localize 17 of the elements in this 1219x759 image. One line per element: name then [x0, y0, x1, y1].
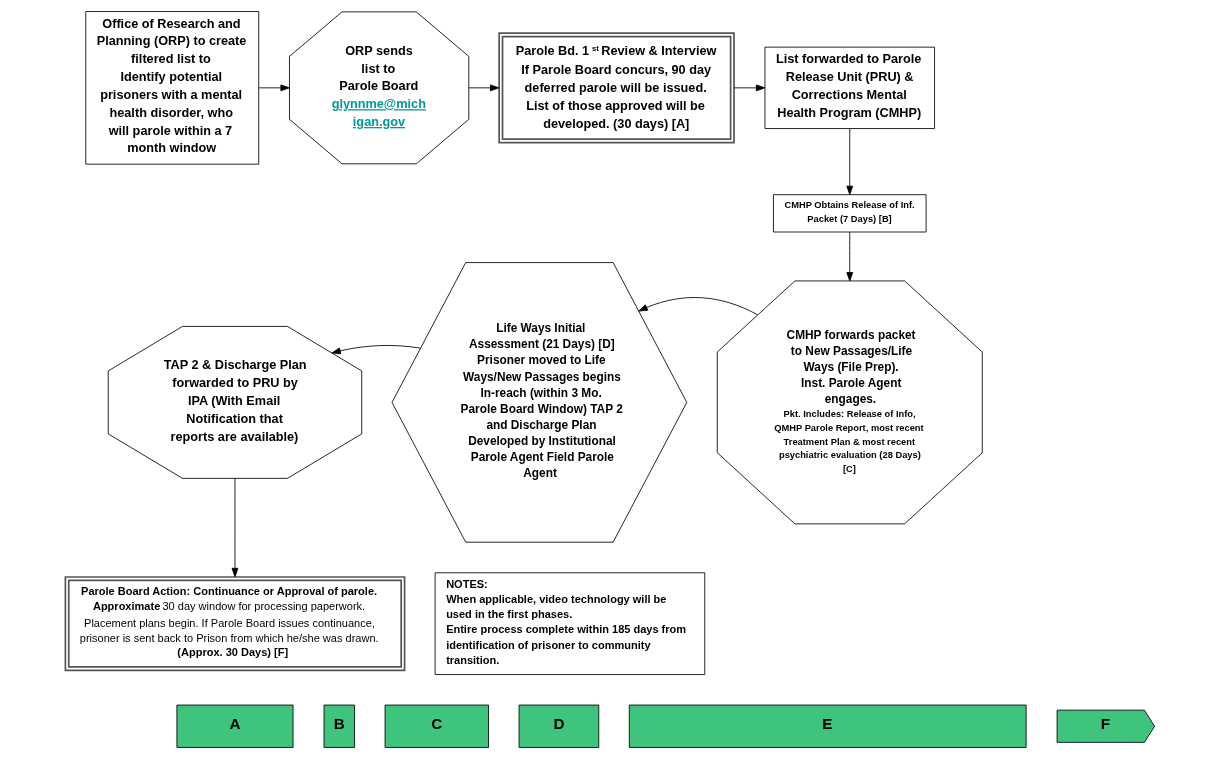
node-box: E	[628, 704, 1027, 748]
node-box: B	[323, 704, 355, 748]
node-box: NOTES: When applicable, video technology will be used in the first phases. Entire process complete within 185 days from identification of prisoner to community transition.	[434, 572, 705, 675]
arrow	[733, 84, 765, 92]
arrow	[845, 128, 853, 196]
node-box: A	[175, 704, 293, 748]
arrow	[231, 478, 238, 578]
node-box: D	[518, 704, 599, 748]
arrow	[637, 297, 758, 316]
arrow	[467, 84, 499, 92]
arrow	[845, 231, 853, 282]
node-box: Office of Research and Planning (ORP) to create filtered list to Identify potential prisoners with a mental health disorder, who will parole within a 7 month window	[84, 11, 259, 165]
arrow	[330, 345, 421, 355]
node-box: CMHP Obtains Release of Inf. Packet (7 Days) [B]	[772, 194, 926, 233]
node-box: C	[384, 704, 489, 748]
node-box: List forwarded to Parole Release Unit (PRU) & Corrections Mental Health Program (CMHP)	[764, 46, 935, 129]
arrow	[258, 84, 290, 92]
